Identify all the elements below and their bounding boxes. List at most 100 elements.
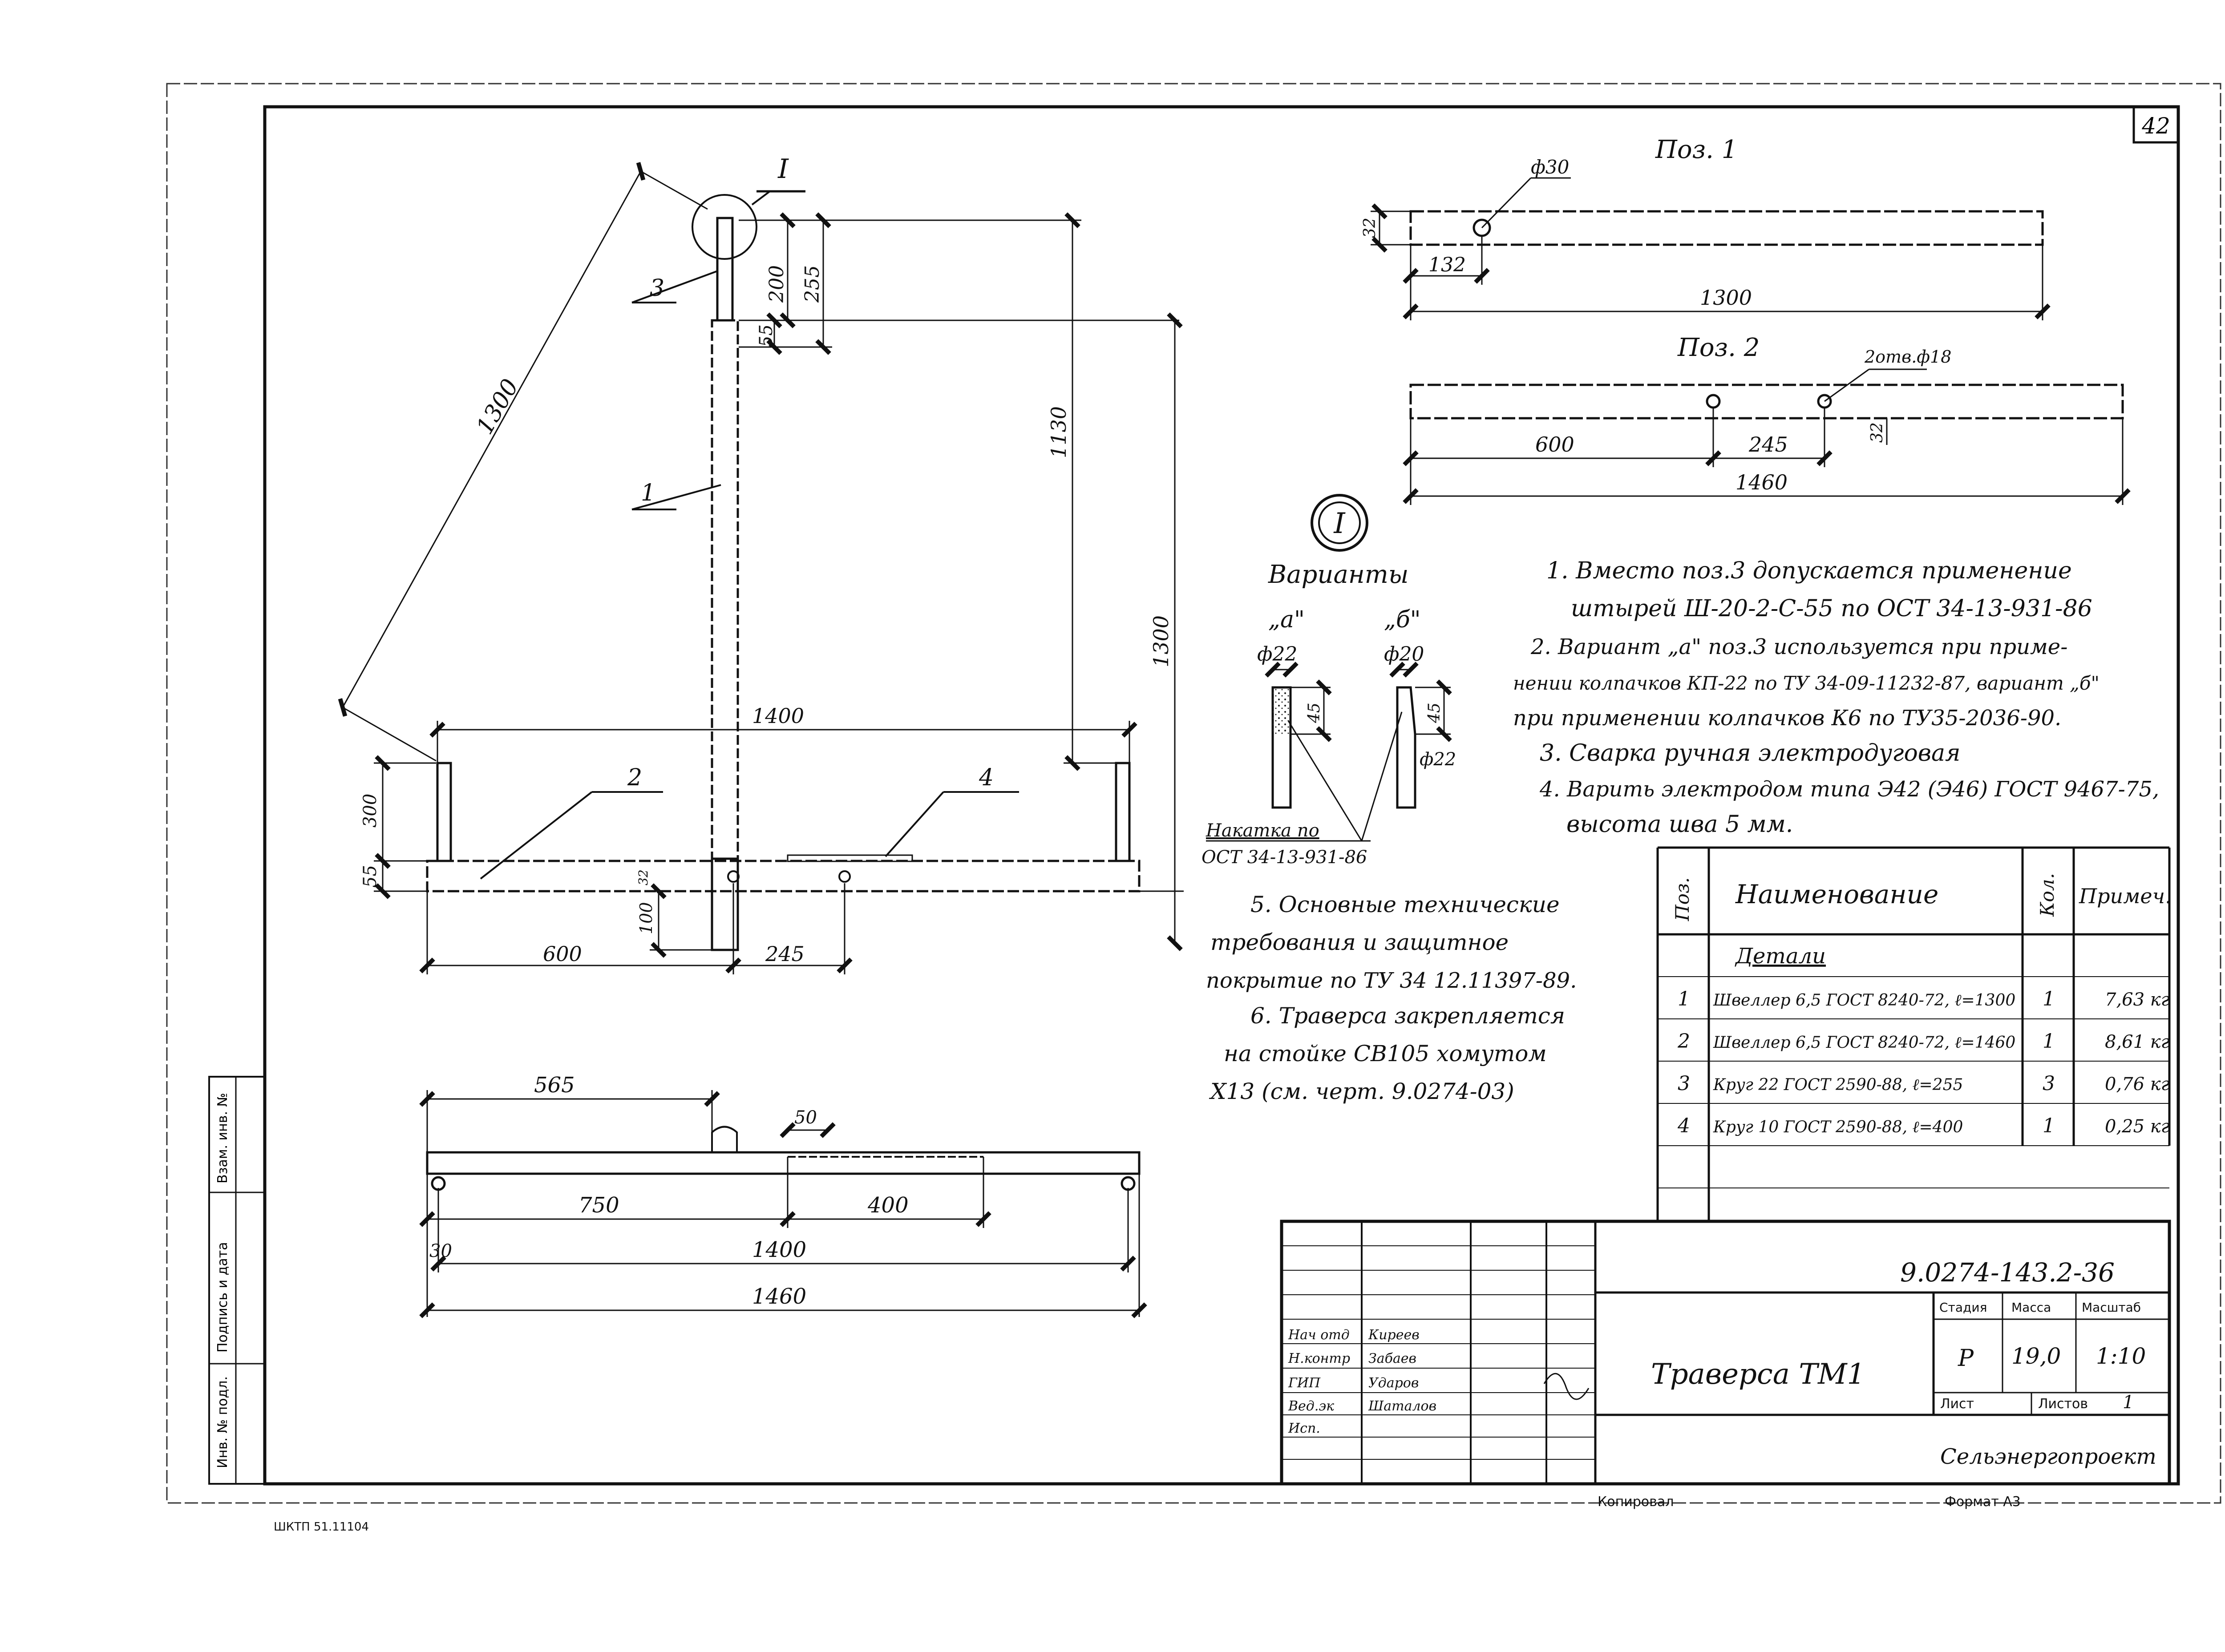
pos1-view (1371, 177, 2051, 320)
pos2-title: Поз. 2 (1677, 333, 1760, 362)
variant-b-dia: ф20 (1384, 643, 1424, 666)
spec-row4-note: 0,25 кг (2105, 1116, 2170, 1137)
pos2-view (1403, 368, 2131, 505)
dim-1300-diag: 1300 (471, 375, 524, 439)
format-label: Формат А3 (1945, 1494, 2021, 1510)
main-view: I (338, 153, 1184, 974)
pos1-text: Поз. 1 ф30 32 132 1300 (1361, 135, 1752, 310)
variant-a-label: „а" (1268, 606, 1305, 633)
dim-32: 32 (636, 869, 651, 885)
spec-row3-name: Круг 22 ГОСТ 2590-88, ℓ=255 (1713, 1076, 1963, 1094)
note2-line-6: Х13 (см. черт. 9.0274-03) (1209, 1078, 1514, 1104)
pos2-dim-600: 600 (1535, 432, 1574, 456)
pos1-title: Поз. 1 (1655, 135, 1737, 164)
plan-dim-30: 30 (429, 1241, 452, 1261)
note2-line-4: 6. Траверса закрепляется (1250, 1003, 1565, 1029)
spec-row1-pos: 1 (1678, 988, 1690, 1010)
sig-role-2: Н.контр (1288, 1351, 1350, 1366)
spec-row2-pos: 2 (1677, 1030, 1690, 1053)
spec-header-note: Примеч. (2079, 884, 2172, 908)
spec-row1-qty: 1 (2043, 988, 2055, 1010)
note-line-7: 4. Варить электродом типа Э42 (Э46) ГОСТ… (1539, 777, 2159, 802)
pos2-text: Поз. 2 2отв.ф18 600 245 1460 32 (1535, 333, 1951, 494)
left-pin (436, 762, 452, 862)
pos2-dim-32: 32 (1868, 422, 1886, 443)
spec-table-text: Поз. Наименование Кол. Примеч. Детали 1 … (1671, 873, 2172, 1137)
right-pin (1115, 762, 1131, 862)
rod-pos4 (787, 854, 913, 862)
variant-b-dia2: ф22 (1420, 749, 1456, 770)
plan-channel (426, 1151, 1141, 1175)
variant-b-label: „б" (1384, 606, 1421, 633)
spec-header-name: Наименование (1735, 879, 1938, 909)
plan-dim-750: 750 (578, 1193, 619, 1218)
spec-table (1656, 846, 2171, 1221)
label-1: 1 (641, 480, 655, 506)
sig-role-3: ГИП (1288, 1375, 1321, 1391)
spec-row4-name: Круг 10 ГОСТ 2590-88, ℓ=400 (1713, 1118, 1963, 1136)
dim-1400: 1400 (752, 704, 804, 728)
plan-view (419, 1090, 1147, 1318)
bottom-code: ШКТП 51.11104 (274, 1520, 369, 1534)
sheet-number: 42 (2141, 113, 2170, 139)
spec-row3-pos: 3 (1678, 1072, 1690, 1095)
sheets-value: 1 (2123, 1392, 2134, 1413)
pos2-dim-1460: 1460 (1736, 470, 1788, 494)
note-line-2: штырей Ш-20-2-С-55 по ОСТ 34-13-931-86 (1571, 595, 2092, 622)
note-line-5: при применении колпачков К6 по ТУ35-2036… (1513, 706, 2061, 731)
spec-row3-qty: 3 (2043, 1072, 2055, 1095)
mass-value: 19,0 (2011, 1343, 2061, 1369)
note-line-8: высота шва 5 мм. (1566, 811, 1793, 838)
side-stamp-replace: Взам. инв. № (215, 1093, 231, 1183)
dim-1130: 1130 (1047, 406, 1071, 458)
dim-600: 600 (543, 942, 582, 966)
scale-value: 1:10 (2096, 1343, 2146, 1369)
note-line-3: 2. Вариант „а" поз.3 используется при пр… (1530, 634, 2067, 659)
vertical-channel (711, 319, 739, 860)
title-block-text: 9.0274-143.2-36 Траверса ТМ1 Стадия Масс… (274, 1257, 2156, 1534)
sheets-label: Листов (2038, 1396, 2088, 1412)
horizontal-channel (426, 860, 1141, 893)
drawing-title: Траверса ТМ1 (1651, 1358, 1865, 1391)
spec-row2-note: 8,61 кг (2105, 1032, 2170, 1052)
plan-dim-1460: 1460 (752, 1284, 806, 1309)
sheet-number-box (2132, 105, 2180, 144)
spec-row1-name: Швеллер 6,5 ГОСТ 8240-72, ℓ=1300 (1713, 991, 2015, 1010)
pos1-dim-32: 32 (1361, 218, 1379, 238)
outer-border (166, 83, 2221, 1504)
drawing-frame (263, 105, 2180, 1486)
label-4: 4 (979, 764, 994, 791)
dim-100: 100 (636, 902, 656, 934)
variant-a-dia: ф22 (1257, 643, 1297, 666)
detail-circle (692, 194, 757, 260)
variant-b-len: 45 (1425, 703, 1444, 723)
spec-row4-qty: 1 (2043, 1115, 2055, 1137)
note2-line-3: покрытие по ТУ 34 12.11397-89. (1206, 968, 1577, 993)
note2-line-5: на стойке СВ105 хомутом (1224, 1041, 1547, 1066)
plan-dim-565: 565 (534, 1073, 575, 1098)
copied-label: Копировал (1598, 1494, 1674, 1510)
note-line-6: 3. Сварка ручная электродуговая (1540, 740, 1960, 767)
drawing-code: 9.0274-143.2-36 (1900, 1257, 2115, 1288)
dim-55-top: 55 (756, 324, 777, 347)
sig-role-1: Нач отд (1288, 1327, 1350, 1343)
sig-role-5: Исп. (1288, 1421, 1320, 1436)
note-line-1: 1. Вместо поз.3 допускается применение (1546, 557, 2072, 584)
sig-name-1: Киреев (1368, 1327, 1420, 1343)
sheet-label: Лист (1940, 1396, 1974, 1412)
dim-255: 255 (801, 265, 824, 303)
channel-stub (711, 857, 739, 951)
detail-mark: I (1333, 507, 1346, 540)
sig-name-3: Ударов (1368, 1375, 1419, 1391)
spec-row1-note: 7,63 кг (2105, 990, 2170, 1010)
pos1-dim-1300: 1300 (1700, 286, 1752, 310)
variants-title: Варианты (1268, 560, 1408, 589)
note2-line-2: требования и защитное (1210, 929, 1509, 955)
side-stamp-sign: Подпись и дата (215, 1242, 231, 1353)
spec-header-qty: Кол. (2036, 873, 2058, 917)
plan-dim-1400: 1400 (752, 1237, 806, 1262)
sig-role-4: Вед.эк (1288, 1398, 1334, 1414)
spec-row3-note: 0,76 кг (2105, 1074, 2170, 1095)
label-2: 2 (627, 764, 642, 791)
